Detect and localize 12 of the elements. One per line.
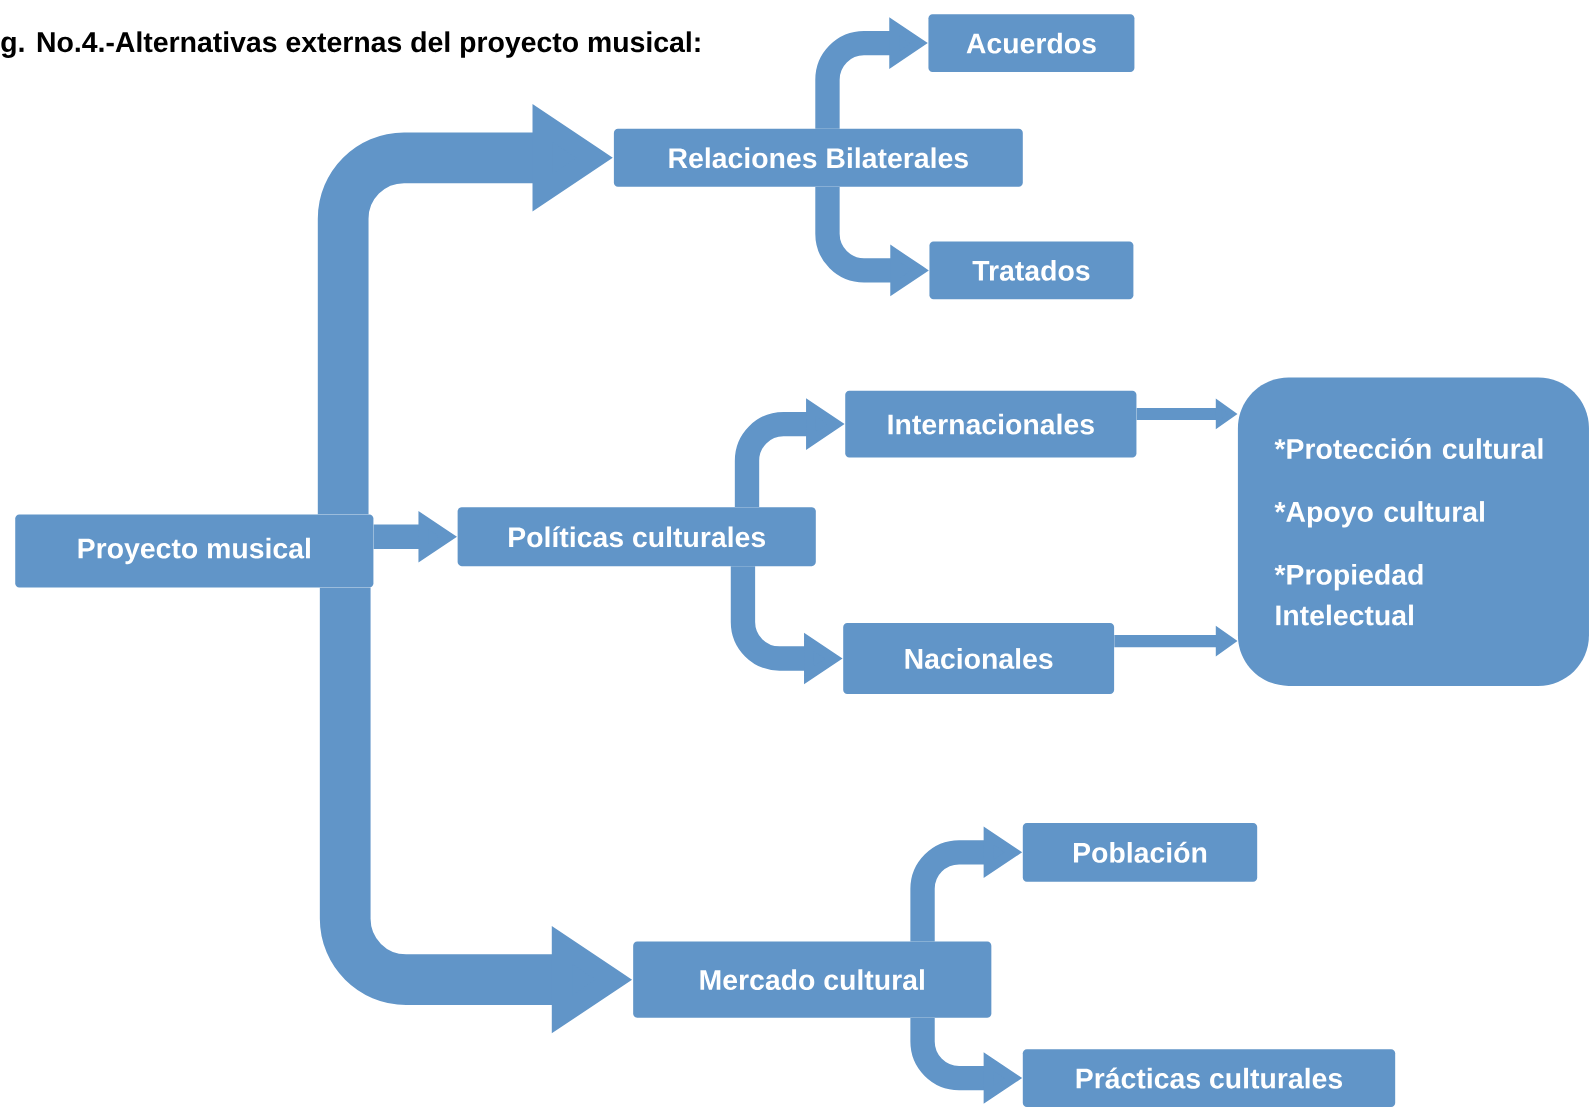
process-box: Nacionales — [843, 622, 1115, 694]
process-box: Proyecto musical — [15, 514, 374, 588]
process-box: Tratados — [929, 241, 1134, 300]
process-box: Población — [1022, 822, 1258, 882]
list-box: *Protección cultural *Apoyo cultural *Propiedad Intelectual — [1237, 377, 1589, 686]
process-box: Políticas culturales — [457, 507, 816, 567]
process-box: Internacionales — [845, 390, 1137, 458]
process-box: Mercado cultural — [633, 941, 992, 1018]
process-box: Relaciones Bilaterales — [613, 128, 1023, 187]
process-box: Acuerdos — [928, 14, 1135, 72]
figure-title: g. No.4.-Alternativas externas del proyecto musical: — [1, 31, 700, 58]
process-box: Prácticas culturales — [1022, 1049, 1396, 1107]
